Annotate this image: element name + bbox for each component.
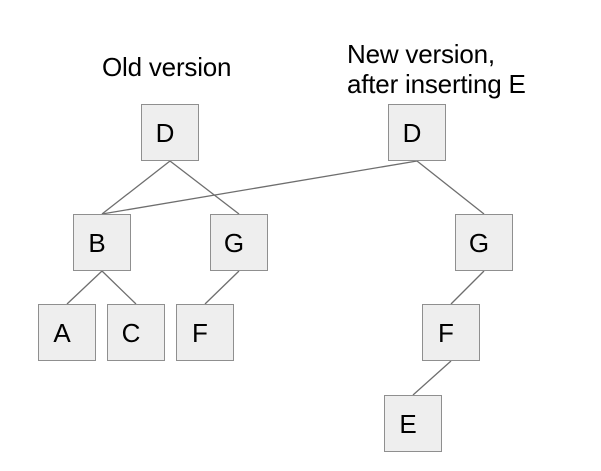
node-c: C (107, 304, 165, 361)
edge-b-c (101, 270, 137, 305)
edge-d-new-g-new (416, 160, 485, 215)
edge-b-a (66, 270, 103, 305)
node-d-new: D (388, 104, 446, 161)
old-version-title: Old version (102, 52, 232, 82)
node-b: B (73, 214, 131, 271)
node-f-new: F (422, 304, 480, 361)
node-e: E (384, 395, 442, 452)
node-f-old: F (176, 304, 234, 361)
node-g-old: G (210, 214, 268, 271)
new-version-title: New version, after inserting E (347, 39, 526, 99)
node-g-new: G (455, 214, 513, 271)
node-label-b: B (88, 227, 106, 258)
edge-f-new-e (412, 360, 452, 396)
edge-g-new-f-new (450, 270, 485, 305)
node-label-g-new: G (468, 227, 490, 258)
edge-g-old-f-old (204, 270, 240, 305)
node-label-c: C (121, 317, 141, 348)
node-label-d-new: D (402, 117, 422, 148)
node-label-f-new: F (438, 317, 454, 348)
node-label-e: E (399, 408, 417, 439)
edge-d-old-b (101, 160, 171, 215)
node-label-g-old: G (223, 227, 245, 258)
node-d-old: D (141, 104, 199, 161)
node-label-f-old: F (192, 317, 208, 348)
node-a: A (38, 304, 96, 361)
node-label-a: A (53, 317, 71, 348)
edge-d-old-g-old (169, 160, 240, 215)
edge-d-new-b (101, 160, 418, 215)
node-label-d-old: D (155, 117, 175, 148)
